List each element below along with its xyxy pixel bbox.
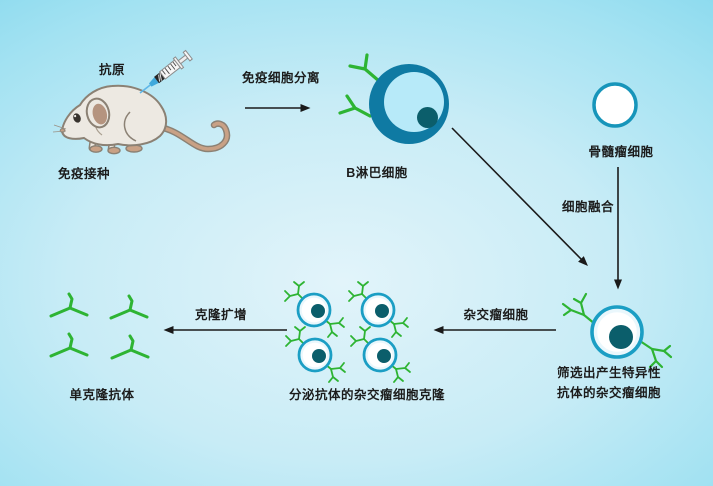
flow-arrows [163, 104, 622, 334]
mouse-ear [85, 97, 111, 129]
selected-hybridoma-cell [561, 292, 673, 369]
mouse-eye [73, 113, 81, 123]
antibody-icon [49, 332, 89, 358]
immunization-label: 免疫接种 [57, 167, 111, 181]
b-cell-receptor-icons [338, 53, 381, 118]
clone-expansion-label: 克隆扩增 [194, 308, 248, 322]
screening-label-line2: 抗体的杂交瘤细胞 [557, 385, 662, 400]
b-cell-nucleus [417, 107, 438, 128]
antibody-icon [49, 292, 89, 318]
syringe-icon [139, 49, 193, 94]
screening-label-line1: 筛选出产生特异性 [557, 366, 662, 380]
myeloma-label: 骨髓瘤细胞 [588, 145, 654, 159]
syringe-needle [139, 84, 151, 94]
mouse-haunch-line [123, 111, 137, 142]
antibody-icon [109, 294, 149, 320]
antigen-label: 抗原 [98, 63, 126, 77]
mouse-whiskers [52, 124, 67, 133]
hybridoma-nucleus [609, 325, 633, 349]
cell-fusion-label: 细胞融合 [561, 200, 615, 214]
b-lymphocyte-label: B淋巴细胞 [346, 166, 408, 180]
cell-separation-label: 免疫细胞分离 [241, 71, 321, 85]
mouse-tail [155, 120, 231, 153]
hybridoma-label: 杂交瘤细胞 [463, 308, 529, 322]
clones-label: 分泌抗体的杂交瘤细胞克隆 [288, 388, 446, 402]
hybridoma-clone-cell [347, 280, 410, 339]
monoclonal-antibody-icons [49, 292, 150, 360]
arrow-bcell-to-fusion [451, 127, 588, 267]
mouse-body [60, 84, 168, 147]
monoclonal-antibody-label: 单克隆抗体 [69, 388, 135, 402]
b-lymphocyte-cell [338, 53, 449, 144]
hybridoma-clone-cell [283, 280, 346, 339]
syringe-hub [149, 77, 159, 87]
hybridoma-clone-cells [283, 280, 412, 384]
myeloma-cell [592, 82, 638, 128]
hybridoma-antibody-icons [561, 292, 673, 369]
antibody-icon [110, 334, 150, 360]
screening-label: 筛选出产生特异性 抗体的杂交瘤细胞 [557, 364, 661, 403]
mouse-illustration [52, 84, 231, 155]
